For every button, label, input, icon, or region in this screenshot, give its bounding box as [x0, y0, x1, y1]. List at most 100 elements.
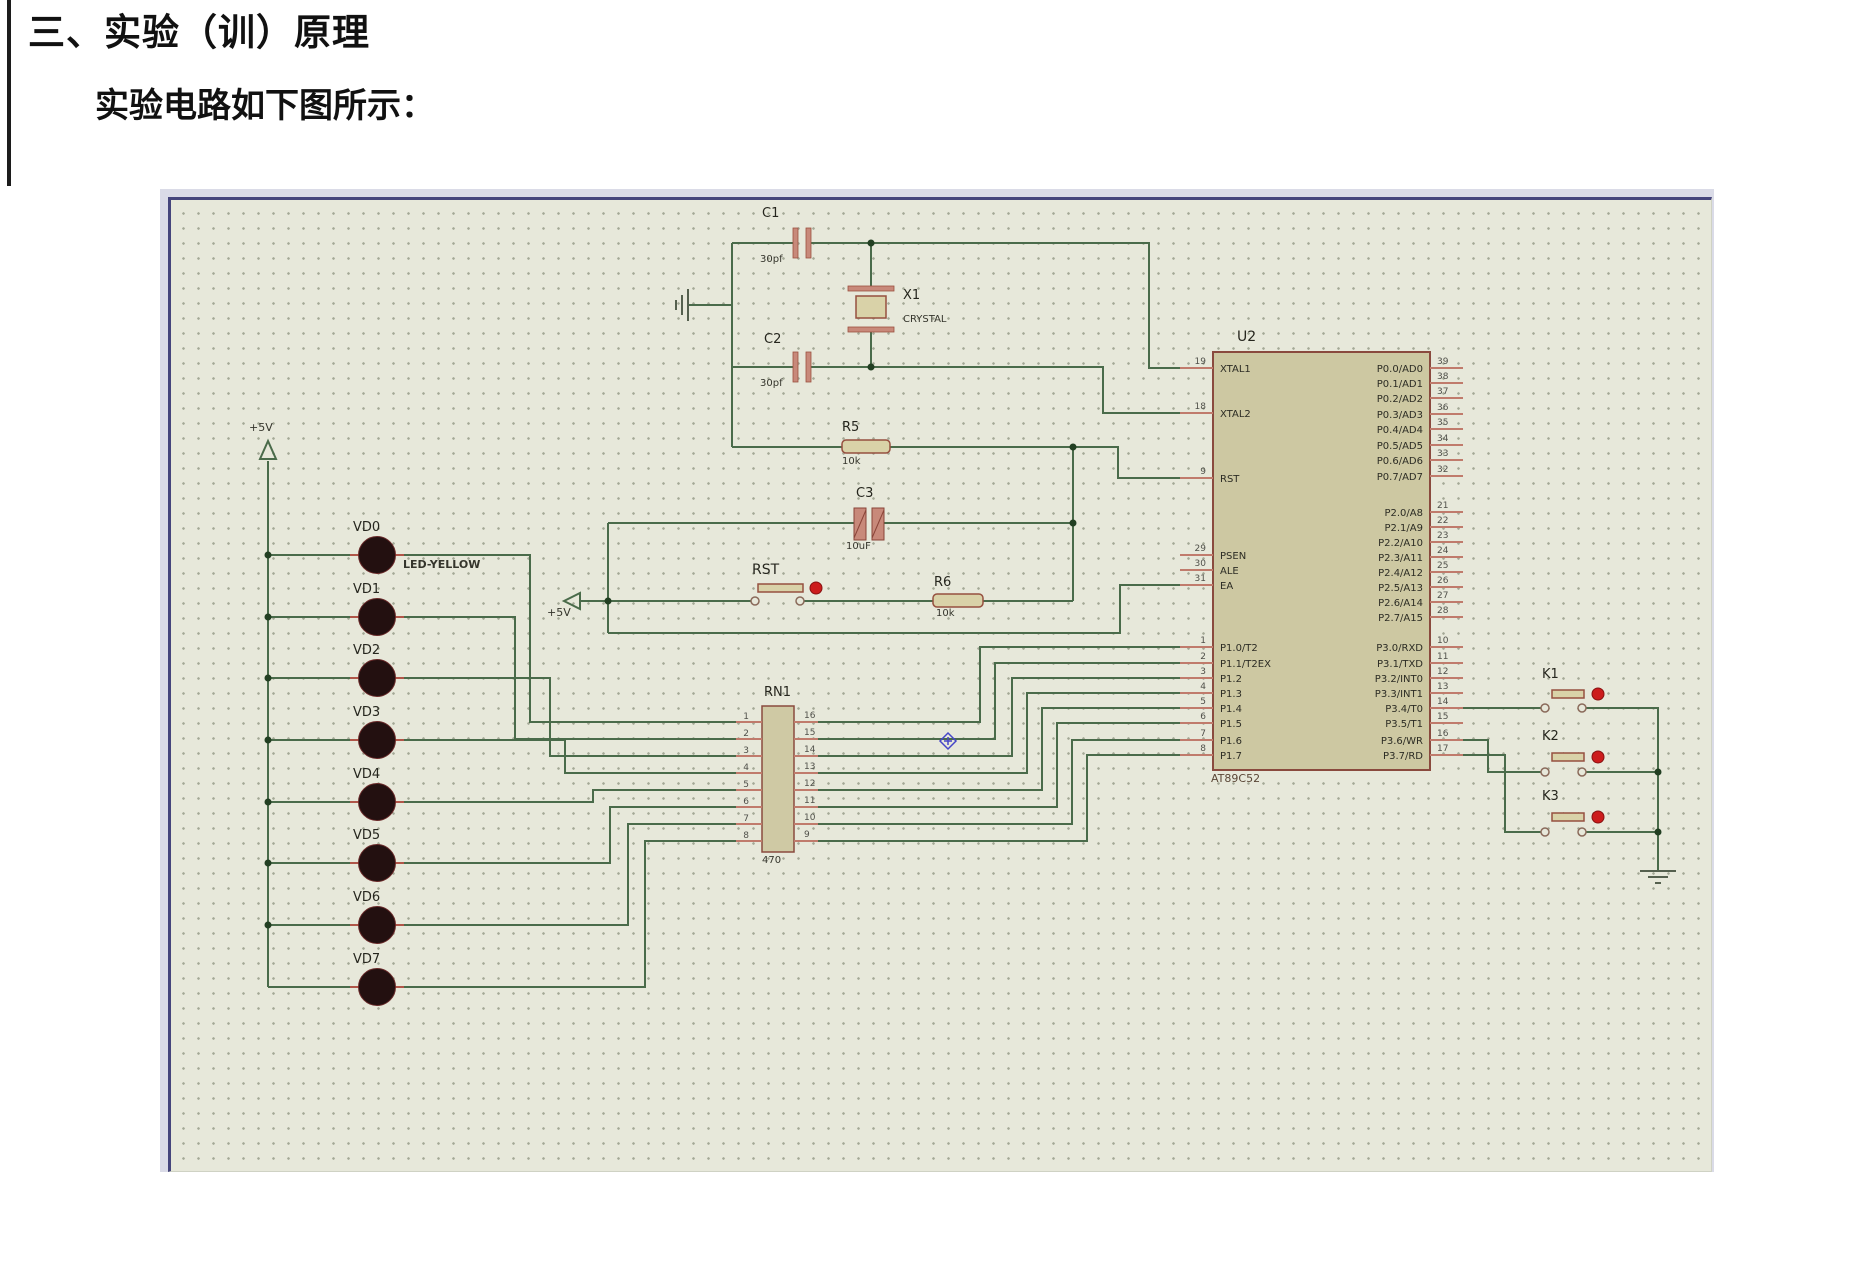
capacitor-c3 [853, 507, 885, 541]
ground-symbol-left [675, 289, 689, 321]
mcu-pin-label: P3.3/INT1 [1375, 689, 1423, 700]
c3-value-label: 10uF [846, 541, 871, 552]
wire [608, 584, 1180, 634]
mcu-pin-label: P2.2/A10 [1378, 538, 1423, 549]
key-k3-dot [1591, 810, 1605, 824]
wire [811, 366, 1180, 414]
junction-dot [264, 859, 272, 867]
mcu-pin-number: 34 [1437, 434, 1449, 444]
junction-dot [264, 551, 272, 559]
x1-value-label: CRYSTAL [903, 314, 947, 325]
rn1-pin-number: 2 [743, 729, 749, 739]
led-vd0 [358, 536, 396, 574]
x1-ref-label: X1 [903, 288, 921, 303]
mcu-pin-number: 30 [1195, 559, 1207, 569]
led-vd1 [358, 598, 396, 636]
mcu-pin-number: 5 [1200, 697, 1206, 707]
mcu-pin-number: 32 [1437, 465, 1448, 475]
mcu-pin-number: 11 [1437, 652, 1448, 662]
rn1-pin-number: 9 [804, 830, 810, 840]
capacitor-c1 [792, 227, 812, 259]
mcu-pin-number: 35 [1437, 418, 1448, 428]
mcu-pin-number: 25 [1437, 561, 1448, 571]
wire [818, 646, 1180, 723]
mcu-pin-number: 26 [1437, 576, 1449, 586]
rst-label: RST [752, 562, 780, 578]
k2-ref-label: K2 [1542, 729, 1559, 744]
mcu-pin-label: P2.1/A9 [1384, 523, 1423, 534]
c1-value-label: 30pf [760, 254, 783, 265]
led-label: VD7 [353, 952, 380, 967]
wire [402, 823, 736, 926]
mcu-pin-label: PSEN [1220, 551, 1246, 562]
vcc-arrow-icon [258, 438, 278, 460]
mcu-pin-label: P1.5 [1220, 719, 1242, 730]
led-label: VD0 [353, 520, 380, 535]
r5-ref-label: R5 [842, 420, 860, 435]
mcu-pin-number: 29 [1195, 544, 1207, 554]
wire [402, 677, 736, 757]
wire [818, 707, 1180, 791]
r6-ref-label: R6 [934, 575, 952, 590]
mcu-pin-number: 13 [1437, 682, 1448, 692]
key-k1 [1540, 687, 1605, 713]
mcu-pin-number: 18 [1195, 402, 1207, 412]
wire [402, 554, 736, 723]
mcu-pin-number: 7 [1200, 729, 1206, 739]
mcu-pin-number: 17 [1437, 744, 1448, 754]
key-k3 [1540, 810, 1605, 837]
key-k2-dot [1591, 750, 1605, 764]
rn1-ref-label: RN1 [764, 685, 792, 700]
mcu-pin-label: P2.6/A14 [1378, 598, 1423, 609]
document-subheading: 实验电路如下图所示： [95, 88, 435, 125]
mcu-pin-label: P1.3 [1220, 689, 1242, 700]
mcu-pin-number: 16 [1437, 729, 1449, 739]
mcu-pin-label: P0.6/AD6 [1377, 456, 1423, 467]
schematic-panel [168, 197, 1712, 1172]
mcu-pin-number: 8 [1200, 744, 1206, 754]
mcu-pin-label: P0.3/AD3 [1377, 410, 1423, 421]
wire [818, 692, 1180, 774]
led-label: VD3 [353, 705, 380, 720]
mcu-body [1212, 351, 1431, 771]
led-label: VD6 [353, 890, 380, 905]
key-k1-dot [1591, 687, 1605, 701]
mcu-pin-label: P2.0/A8 [1384, 508, 1423, 519]
mcu-pin-label: P3.2/INT0 [1375, 674, 1423, 685]
vcc-mid-label: +5V [547, 606, 571, 619]
mcu-pin-label: P3.4/T0 [1385, 704, 1423, 715]
mcu-pin-label: P1.6 [1220, 736, 1242, 747]
wire [818, 739, 1180, 825]
mcu-pin-label: P2.3/A11 [1378, 553, 1423, 564]
u2-ref-label: U2 [1237, 329, 1257, 345]
mcu-pin-label: XTAL2 [1220, 409, 1251, 420]
mcu-pin-label: P1.0/T2 [1220, 643, 1258, 654]
rn1-pin-number: 3 [743, 746, 749, 756]
c2-ref-label: C2 [764, 332, 782, 347]
mcu-pin-number: 12 [1437, 667, 1448, 677]
schematic-svg: 19XTAL118XTAL29RST29PSEN30ALE31EA1P1.0/T… [258, 227, 1676, 1006]
rn1-pin-number: 12 [804, 779, 815, 789]
junction-dot [264, 613, 272, 621]
mcu-pin-label: P2.7/A15 [1378, 613, 1423, 624]
rn1-pin-number: 15 [804, 728, 815, 738]
mcu-pin-number: 1 [1200, 636, 1206, 646]
mcu-pin-label: P3.7/RD [1383, 751, 1423, 762]
led-type-label: LED-YELLOW [403, 558, 481, 571]
mcu-pin-number: 3 [1200, 667, 1206, 677]
mcu-pin-number: 4 [1200, 682, 1206, 692]
rn1-pin-number: 6 [743, 797, 749, 807]
mcu-pin-label: EA [1220, 581, 1233, 592]
led-label: VD2 [353, 643, 380, 658]
junction-dot [264, 736, 272, 744]
mcu-pin-label: P1.4 [1220, 704, 1242, 715]
mcu-pin-label: P0.0/AD0 [1377, 364, 1423, 375]
mcu-pin-label: P3.1/TXD [1377, 659, 1423, 670]
wire [818, 722, 1180, 808]
page-edge-line [7, 0, 11, 186]
c1-ref-label: C1 [762, 206, 780, 221]
crystal-x1 [847, 285, 895, 333]
rn1-pin-number: 5 [743, 780, 749, 790]
resistor-r6 [932, 593, 984, 608]
